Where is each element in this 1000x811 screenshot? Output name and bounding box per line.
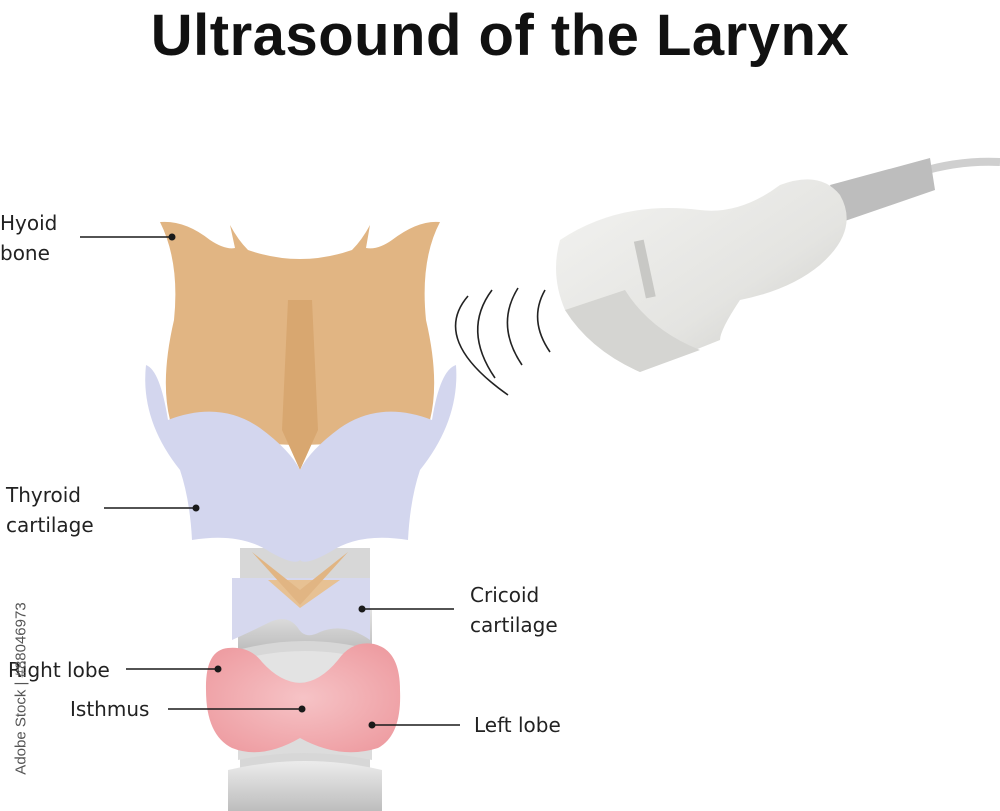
dot-thyroid	[192, 504, 200, 512]
thyroid-gland-shape	[205, 643, 401, 753]
wave-arc	[506, 287, 523, 366]
label-cricoid-line2: cartilage	[470, 613, 558, 637]
leader-lines	[80, 236, 460, 726]
stock-watermark: Adobe Stock | #88046973	[12, 602, 30, 775]
wave-arc	[536, 289, 551, 353]
probe-face	[565, 290, 700, 372]
thyroid-cartilage-midline	[282, 300, 318, 470]
label-thyroid-cartilage: Thyroid cartilage	[6, 480, 94, 540]
ultrasound-probe	[556, 157, 1000, 372]
larynx-lower-notch	[252, 552, 348, 605]
label-hyoid-line2: bone	[0, 241, 50, 265]
cricoid-cartilage-shape	[232, 578, 370, 640]
label-thyroid-line2: cartilage	[6, 513, 94, 537]
thyroid-cartilage	[160, 221, 440, 470]
page-title: Ultrasound of the Larynx	[150, 3, 850, 68]
label-isthmus: Isthmus	[70, 697, 150, 721]
label-cricoid-cartilage: Cricoid cartilage	[470, 580, 558, 640]
probe-button	[633, 239, 656, 299]
label-left-lobe: Left lobe	[474, 713, 561, 737]
wave-arc	[454, 295, 509, 396]
ultrasound-waves	[454, 287, 551, 396]
thyroid-gland	[205, 643, 401, 753]
probe-cable	[918, 157, 1000, 176]
dot-left-lobe	[368, 721, 376, 729]
dot-cricoid	[358, 605, 366, 613]
wave-arc	[476, 289, 496, 379]
dot-isthmus	[298, 705, 306, 713]
dot-right-lobe	[214, 665, 222, 673]
leader-dots	[168, 233, 376, 729]
dot-hyoid	[168, 233, 176, 241]
hyoid-bone-shape	[145, 365, 457, 562]
probe-neck	[830, 158, 935, 222]
trachea-bottom-ring	[228, 761, 382, 811]
label-cricoid-line1: Cricoid	[470, 583, 540, 607]
label-right-lobe: Right lobe	[8, 658, 110, 682]
label-hyoid-bone: Hyoid bone	[0, 208, 57, 268]
label-hyoid-line1: Hyoid	[0, 211, 58, 235]
label-thyroid-line1: Thyroid	[6, 483, 81, 507]
